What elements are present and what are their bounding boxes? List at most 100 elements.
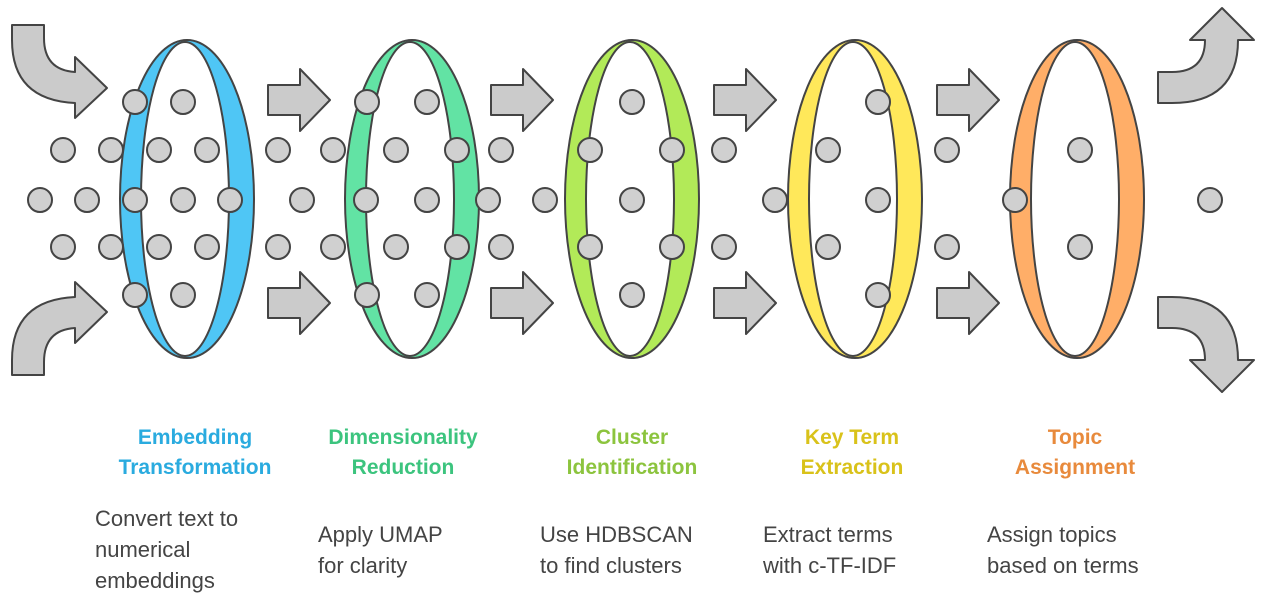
data-point-dot (532, 187, 558, 213)
step-description: Assign topics based on terms (987, 519, 1139, 581)
curved-arrow-in-bottom-icon (11, 281, 108, 376)
data-point-dot (122, 282, 148, 308)
step-description-line: for clarity (318, 553, 408, 578)
data-point-dot (265, 137, 291, 163)
data-point-dot (659, 234, 685, 260)
curved-arrow-in-top-icon (11, 24, 108, 119)
step-description-line: Use HDBSCAN (540, 522, 693, 547)
data-point-dot (353, 187, 379, 213)
step-description-line: Assign topics (987, 522, 1117, 547)
data-point-dot (320, 137, 346, 163)
data-point-dot (383, 137, 409, 163)
data-point-dot (619, 187, 645, 213)
step-description-line: Extract terms (763, 522, 893, 547)
step-title-line: Embedding (137, 426, 253, 449)
data-point-dot (934, 137, 960, 163)
data-point-dot (383, 234, 409, 260)
data-point-dot (1067, 137, 1093, 163)
curved-arrow-out-top-icon (1157, 7, 1255, 104)
data-point-dot (865, 187, 891, 213)
step-description-line: Convert text to (95, 506, 239, 531)
data-point-dot (50, 234, 76, 260)
right-arrow-icon (490, 271, 554, 335)
data-point-dot (815, 137, 841, 163)
data-point-dot (711, 234, 737, 260)
data-point-dot (122, 89, 148, 115)
data-point-dot (659, 137, 685, 163)
data-point-dot (289, 187, 315, 213)
data-point-dot (414, 187, 440, 213)
step-title-line: Dimensionality (328, 426, 478, 449)
data-point-dot (619, 89, 645, 115)
curved-arrow-out-bottom-icon (1157, 296, 1255, 393)
data-point-dot (762, 187, 788, 213)
data-point-dot (354, 89, 380, 115)
step-description: Apply UMAP for clarity (318, 519, 443, 581)
step-title-line: Reduction (351, 456, 455, 479)
data-point-dot (619, 282, 645, 308)
data-point-dot (170, 89, 196, 115)
data-point-dot (98, 234, 124, 260)
right-arrow-icon (936, 68, 1000, 132)
right-arrow-icon (267, 271, 331, 335)
data-point-dot (122, 187, 148, 213)
step-description-line: numerical (95, 537, 191, 562)
data-point-dot (488, 234, 514, 260)
data-point-dot (414, 89, 440, 115)
step-description: Extract terms with c-TF-IDF (763, 519, 896, 581)
data-point-dot (194, 234, 220, 260)
right-arrow-icon (267, 68, 331, 132)
step-title-line: Key Term (804, 426, 900, 449)
data-point-dot (146, 234, 172, 260)
data-point-dot (98, 137, 124, 163)
data-point-dot (354, 282, 380, 308)
right-arrow-icon (713, 68, 777, 132)
step-title-line: Topic (1047, 426, 1103, 449)
step-description: Use HDBSCAN to find clusters (540, 519, 693, 581)
data-point-dot (320, 234, 346, 260)
right-arrow-icon (713, 271, 777, 335)
ring-inner (1030, 41, 1120, 357)
step-title-line: Extraction (800, 456, 904, 479)
step-description: Convert text to numerical embeddings (95, 503, 238, 596)
data-point-dot (488, 137, 514, 163)
data-point-dot (444, 234, 470, 260)
ring-inner (808, 41, 898, 357)
data-point-dot (475, 187, 501, 213)
data-point-dot (265, 234, 291, 260)
data-point-dot (711, 137, 737, 163)
step-title-line: Cluster (595, 426, 669, 449)
step-description-line: to find clusters (540, 553, 682, 578)
data-point-dot (414, 282, 440, 308)
data-point-dot (577, 234, 603, 260)
data-point-dot (170, 187, 196, 213)
data-point-dot (74, 187, 100, 213)
data-point-dot (865, 89, 891, 115)
data-point-dot (170, 282, 196, 308)
right-arrow-icon (490, 68, 554, 132)
step-description-line: based on terms (987, 553, 1139, 578)
step-description-line: Apply UMAP (318, 522, 443, 547)
step-description-line: embeddings (95, 568, 215, 593)
data-point-dot (1002, 187, 1028, 213)
data-point-dot (815, 234, 841, 260)
data-point-dot (194, 137, 220, 163)
data-point-dot (27, 187, 53, 213)
data-point-dot (146, 137, 172, 163)
step-title-line: Identification (566, 456, 698, 479)
data-point-dot (577, 137, 603, 163)
pipeline-diagram (11, 7, 1255, 393)
step-description-line: with c-TF-IDF (763, 553, 897, 578)
data-point-dot (217, 187, 243, 213)
ring-inner (365, 41, 455, 357)
right-arrow-icon (936, 271, 1000, 335)
data-point-dot (1067, 234, 1093, 260)
step-title-line: Assignment (1014, 456, 1136, 479)
data-point-dot (444, 137, 470, 163)
data-point-dot (865, 282, 891, 308)
